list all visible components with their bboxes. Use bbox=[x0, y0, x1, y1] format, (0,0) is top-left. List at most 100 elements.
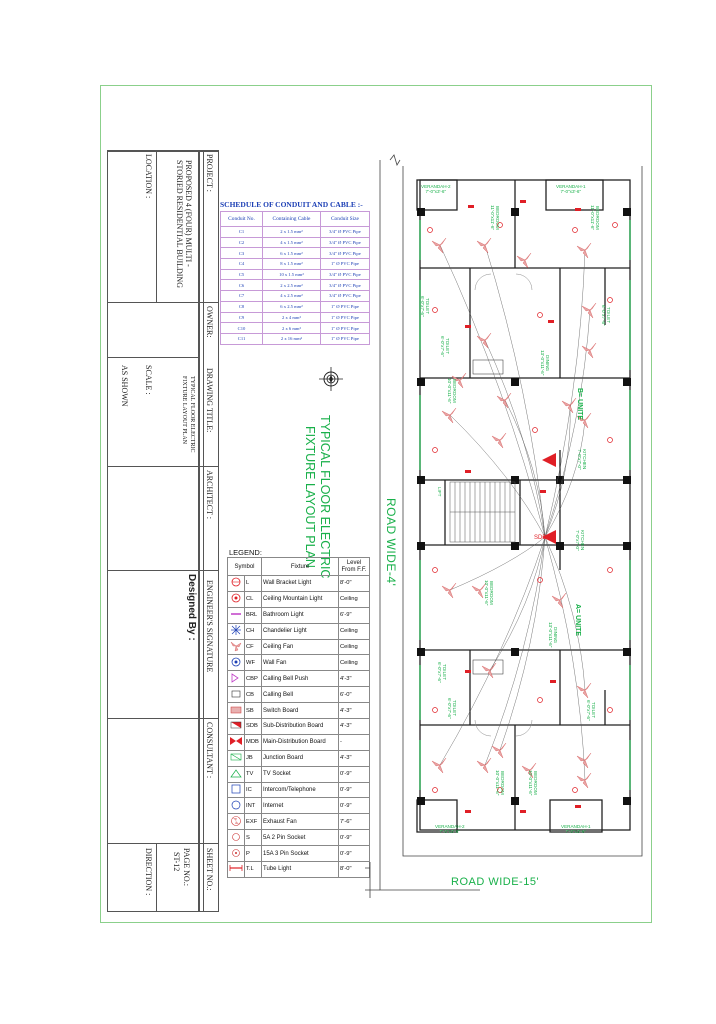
ceiling-fan-icon bbox=[491, 432, 507, 449]
ceiling-fan-icon bbox=[441, 582, 457, 599]
legend-symbol bbox=[227, 606, 245, 624]
road-bottom-label: ROAD WIDE-15' bbox=[451, 876, 540, 888]
chandelier-icon bbox=[231, 625, 241, 636]
legend-code: CB bbox=[244, 686, 262, 704]
legend-fixture: Switch Board bbox=[261, 702, 339, 720]
ceiling-fan-icon bbox=[496, 392, 512, 409]
wiring-lines bbox=[439, 244, 591, 781]
drawing-title-label: DRAWING TITLE: bbox=[205, 368, 214, 433]
legend-code: S bbox=[244, 829, 262, 847]
building-walls bbox=[416, 179, 631, 833]
windows bbox=[419, 220, 631, 790]
legend-fixture: Sub-Distribution Board bbox=[261, 718, 339, 735]
wiring-line bbox=[544, 309, 591, 538]
legend-level: Ceiling bbox=[338, 654, 370, 672]
legend-symbol bbox=[227, 845, 245, 863]
ceiling-light-icon bbox=[427, 227, 433, 233]
ceiling-fan-icon bbox=[481, 662, 497, 679]
switch-board-icon bbox=[465, 670, 471, 673]
legend-fixture: Junction Board bbox=[261, 749, 339, 767]
tb-row bbox=[107, 357, 198, 358]
legend-header-symbol: Symbol bbox=[227, 557, 262, 576]
switch-board-icon bbox=[548, 320, 554, 323]
wiring-line bbox=[504, 399, 546, 538]
schedule-cell: C3 bbox=[220, 247, 263, 260]
legend-code: CL bbox=[244, 590, 262, 608]
legend-fixture: Internet bbox=[261, 797, 339, 815]
legend-fixture: Wall Bracket Light bbox=[261, 575, 339, 592]
schedule-cell: 4 x 2.5 mm² bbox=[262, 290, 321, 302]
project-value: PROPOSED 4 (FOUR) MULTI -STORIED RESIDEN… bbox=[175, 160, 193, 288]
unit-b-label: B= UNITE bbox=[576, 388, 583, 421]
engineer-signature-label: ENGINEER'S SIGNATURE bbox=[205, 580, 214, 673]
legend-code: JB bbox=[244, 749, 262, 767]
north-arrow-icon bbox=[319, 367, 343, 391]
wall-fan-icon bbox=[231, 657, 241, 667]
ceiling-light-icon bbox=[607, 437, 613, 443]
schedule-cell: C1 bbox=[220, 226, 263, 238]
ceiling-light-icon bbox=[432, 447, 438, 453]
legend-fixture: Ceiling Fan bbox=[261, 638, 339, 656]
schedule-header: Containing Cable bbox=[262, 211, 321, 227]
switch-board-icon bbox=[520, 200, 526, 203]
wiring-line bbox=[544, 249, 586, 538]
ceiling-fan-icon bbox=[576, 772, 592, 789]
ceiling-light-icon bbox=[532, 427, 538, 433]
schedule-cell: 3/4" Ø PVC Pipe bbox=[319, 279, 371, 292]
ceiling-fan-icon bbox=[471, 582, 487, 599]
legend-symbol bbox=[227, 718, 245, 735]
ceiling-light-icon bbox=[612, 222, 618, 228]
legend-symbol bbox=[227, 765, 245, 783]
ceiling-light-icon bbox=[497, 222, 503, 228]
legend-code: SB bbox=[244, 702, 262, 720]
schedule-cell: 2 x 2.5 mm² bbox=[262, 279, 321, 292]
schedule-cell: C10 bbox=[220, 322, 263, 334]
room-label-lift: LIFT bbox=[437, 487, 442, 497]
legend-code: P bbox=[244, 845, 262, 863]
legend-symbol bbox=[227, 781, 245, 799]
title-block bbox=[107, 150, 219, 912]
tb-row bbox=[107, 718, 219, 719]
legend-level: 0'-9" bbox=[338, 797, 370, 815]
switch-board-icon bbox=[465, 325, 471, 328]
floor-plan bbox=[365, 154, 643, 898]
legend-code: EXF bbox=[244, 813, 262, 831]
legend-fixture: 15A 3 Pin Socket bbox=[261, 845, 339, 863]
legend-fixture: Calling Bell Push bbox=[261, 670, 339, 688]
ceiling-fan-icon bbox=[451, 372, 467, 389]
schedule-cell: C7 bbox=[220, 290, 263, 302]
page-no-label: PAGE NO.: bbox=[182, 848, 191, 886]
ceiling-light-icon bbox=[432, 567, 438, 573]
schedule-cell: 6 x 1.5 mm² bbox=[262, 247, 321, 260]
legend-code: CBP bbox=[244, 670, 262, 688]
legend-title: LEGEND: bbox=[229, 548, 262, 557]
schedule-cell: 3/4" Ø PVC Pipe bbox=[319, 290, 371, 302]
sub-distribution-board-icon bbox=[230, 722, 242, 729]
structural-columns bbox=[417, 208, 631, 805]
schedule-header-row: Conduit No. Containing Cable Conduit Siz… bbox=[220, 211, 371, 227]
switch-board-icon bbox=[550, 680, 556, 683]
legend-fixture: Ceiling Mountain Light bbox=[261, 590, 339, 608]
legend-code: INT bbox=[244, 797, 262, 815]
owner-label: OWNER: bbox=[205, 306, 214, 338]
